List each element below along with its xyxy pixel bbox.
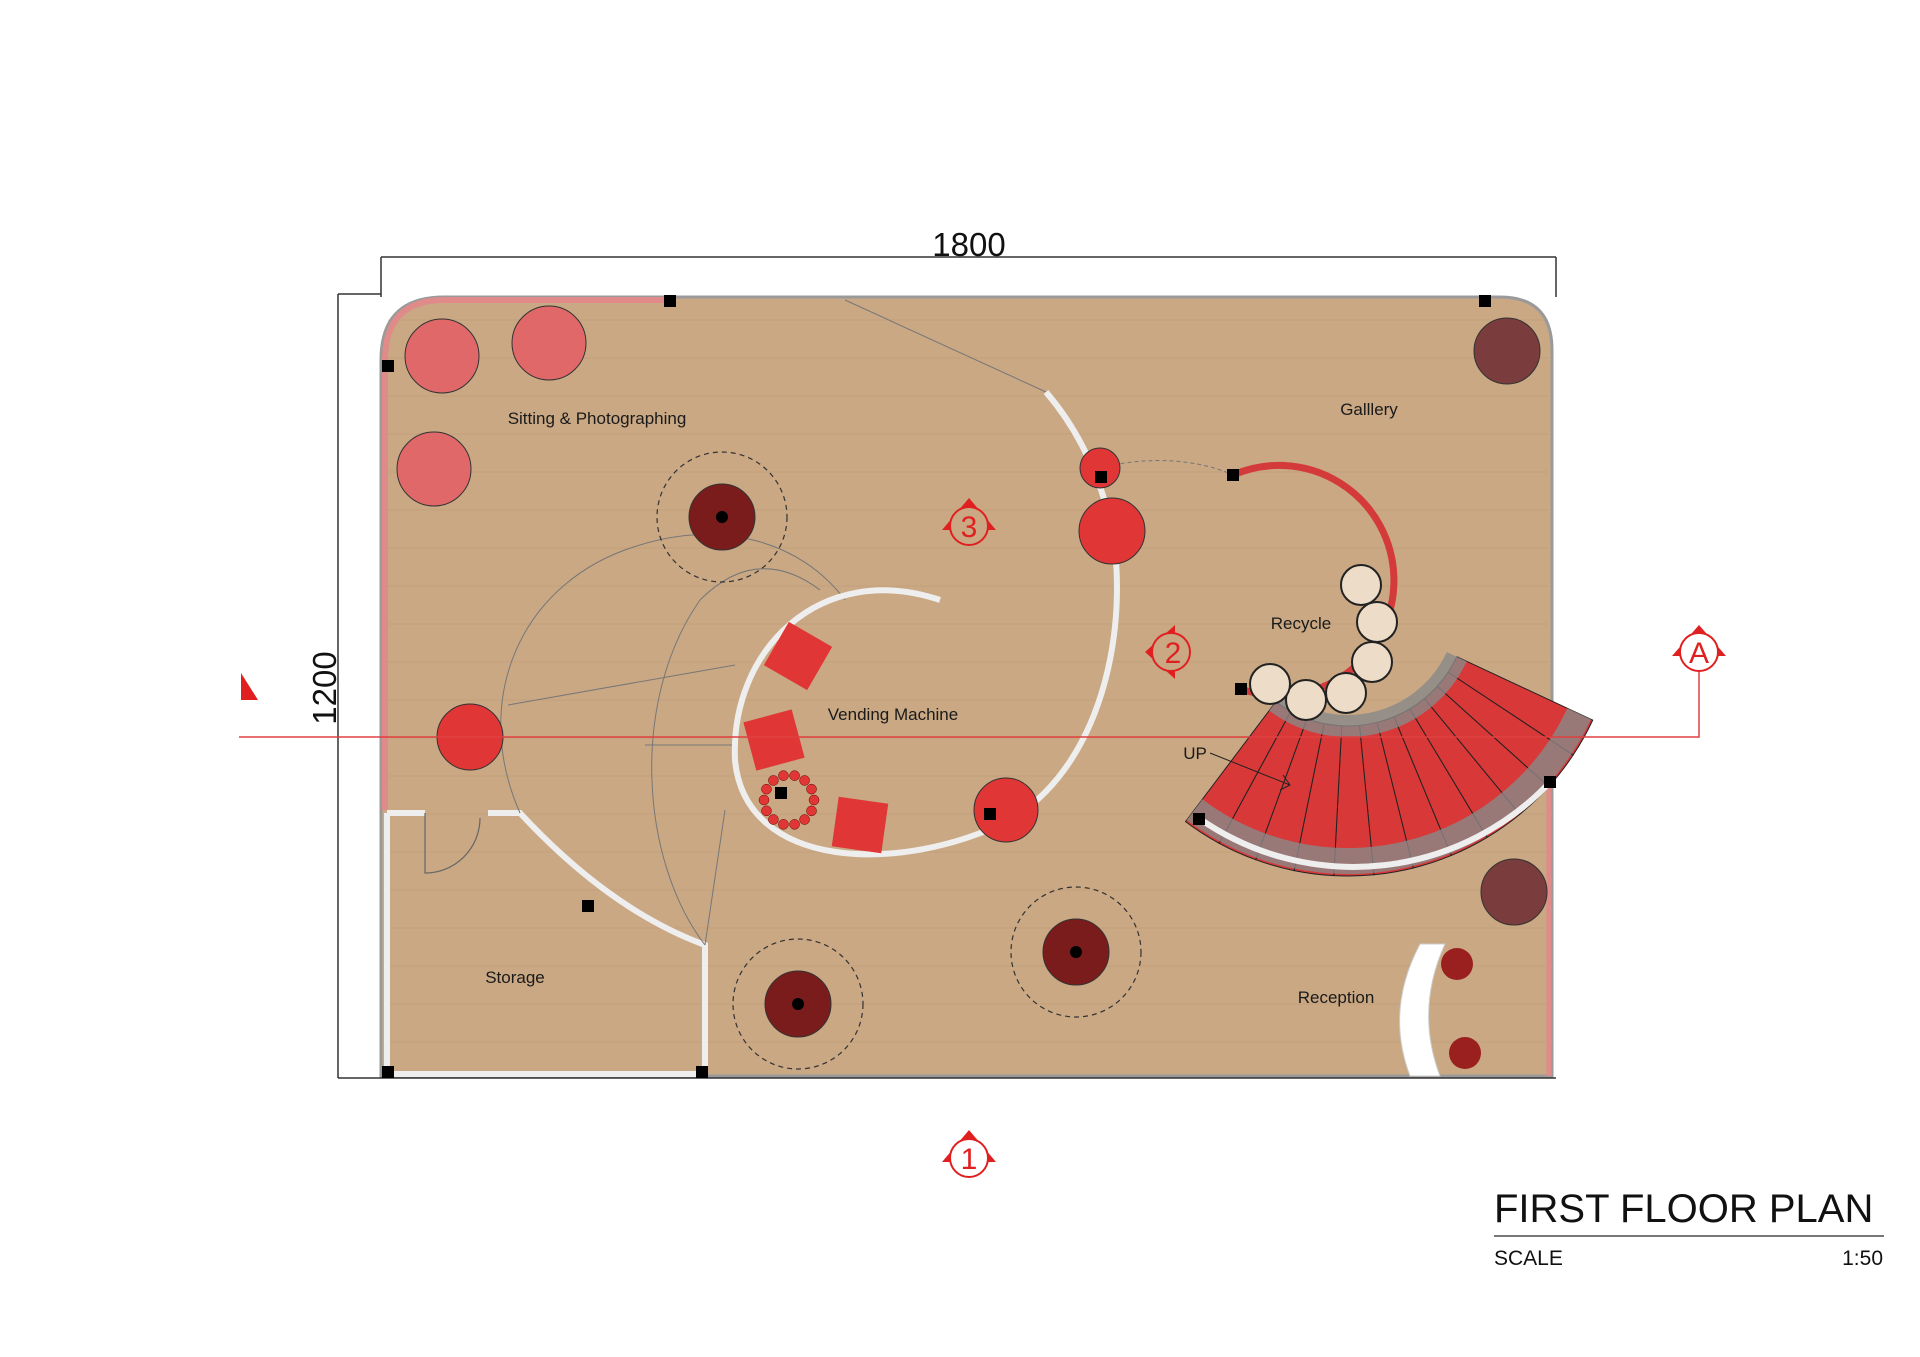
chair-ring-dot [789, 819, 800, 830]
room-label-gallery: Galllery [1340, 400, 1398, 419]
table-center [716, 511, 728, 523]
brown-seat [1473, 317, 1541, 385]
table-center [1070, 946, 1082, 958]
section-flag-left [241, 673, 258, 700]
vending-machine [763, 621, 833, 691]
floor-area [379, 295, 1554, 1078]
pink-seat [511, 305, 587, 381]
column-pillar [696, 1066, 708, 1078]
room-label-storage: Storage [485, 968, 545, 987]
scale-label: SCALE [1494, 1247, 1563, 1270]
reception-stool [1449, 1037, 1481, 1069]
table-clearance-ring [1010, 886, 1142, 1018]
red-seat [1079, 447, 1121, 489]
vending-machine [831, 796, 889, 854]
recycle-bin [1356, 601, 1398, 643]
column-pillar [775, 787, 787, 799]
column-pillar [1227, 469, 1239, 481]
room-label-sitting: Sitting & Photographing [508, 409, 687, 428]
chair-ring-dot [778, 770, 789, 781]
left-wall [382, 297, 670, 810]
reception-stool [1441, 948, 1473, 980]
stair-outer-wall [1198, 777, 1555, 870]
svg-text:A: A [1689, 637, 1709, 670]
chair-ring-dot [806, 805, 817, 817]
reception-desk [1399, 943, 1446, 1077]
room-label-reception: Reception [1298, 988, 1375, 1007]
brown-seat [1480, 858, 1548, 926]
column-pillar [664, 295, 676, 307]
column-pillar [1544, 776, 1556, 788]
chair-ring-dot [789, 770, 800, 781]
column-pillar [1095, 471, 1107, 483]
table-clearance-ring [656, 451, 788, 583]
storage-door [424, 813, 481, 874]
guide-lines [500, 299, 1234, 946]
vending-machine [743, 709, 805, 771]
table-center [792, 998, 804, 1010]
recycle-bin [1351, 641, 1393, 683]
chair-ring-dot [808, 794, 820, 806]
stair-up-label: UP [1183, 744, 1207, 763]
chair-ring-dot [768, 814, 779, 825]
recycle-bin [1249, 663, 1291, 705]
height-dimension: 1200 [306, 651, 343, 724]
room-label-recycle: Recycle [1271, 614, 1331, 633]
stair-fringe [1186, 708, 1591, 874]
section-marker-a: A [1672, 625, 1726, 672]
chair-ring-dot [778, 819, 789, 830]
recycle-bin [1325, 672, 1367, 714]
svg-text:3: 3 [961, 511, 978, 544]
plan-title: FIRST FLOOR PLAN [1494, 1187, 1873, 1231]
svg-text:1: 1 [961, 1143, 978, 1176]
scale-value: 1:50 [1842, 1247, 1883, 1270]
red-seat [973, 777, 1039, 843]
width-dimension: 1800 [932, 226, 1005, 263]
stair-up-arrow [1209, 752, 1291, 791]
chair-ring-dot [761, 805, 772, 817]
column-pillar [1193, 813, 1205, 825]
elevation-marker-2: 2 [1145, 625, 1191, 679]
recycle-bin [1340, 564, 1382, 606]
room-label-vending: Vending Machine [828, 705, 958, 724]
pink-seat [396, 431, 472, 507]
chair-ring-dot [799, 775, 810, 786]
section-line [239, 668, 1700, 738]
elevation-marker-3: 3 [942, 498, 996, 546]
chair-ring-dot [806, 783, 817, 795]
chair-ring-dot [799, 814, 810, 825]
column-pillar [1235, 683, 1247, 695]
table-clearance-ring [732, 938, 864, 1070]
column-pillar [582, 900, 594, 912]
column-pillar [984, 808, 996, 820]
column-pillar [382, 1066, 394, 1078]
elevation-marker-1: 1 [942, 1130, 996, 1178]
chair-ring-dot [768, 775, 779, 786]
column-pillar [1479, 295, 1491, 307]
svg-text:2: 2 [1165, 637, 1182, 670]
chair-ring-dot [758, 794, 770, 806]
pink-seat [404, 318, 480, 394]
column-pillar [382, 360, 394, 372]
red-seat [1078, 497, 1146, 565]
chair-ring-dot [761, 783, 772, 795]
recycle-bins [1249, 564, 1398, 721]
recycle-bin [1285, 679, 1327, 721]
